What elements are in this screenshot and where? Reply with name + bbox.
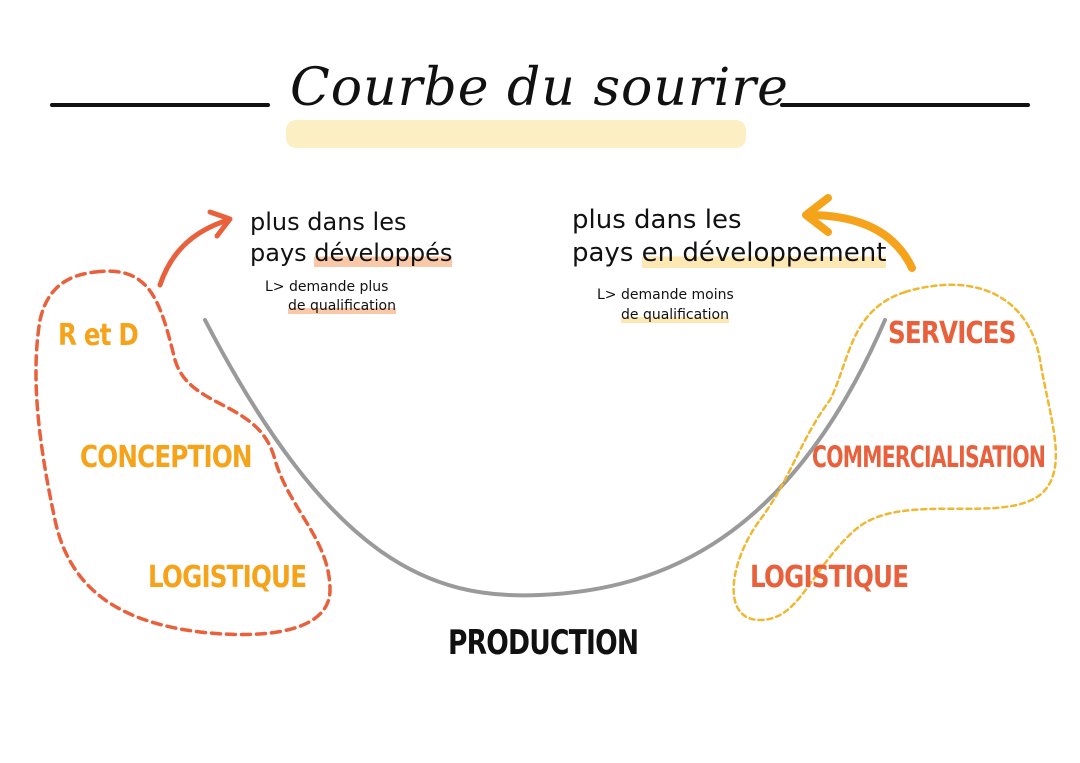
right-arrow [802, 194, 916, 272]
right-note-sub2: de qualification [621, 306, 729, 324]
right-note-emphasis: en développement [641, 238, 887, 268]
left-label-rd: R et D [58, 318, 139, 353]
left-note-line2: pays développés [250, 238, 453, 268]
production-label: PRODUCTION [448, 623, 639, 663]
right-note-sub1: L> demande moins [597, 287, 734, 303]
right-note-line1: plus dans les [572, 205, 742, 235]
left-note-emphasis: développés [314, 239, 453, 267]
left-note-sub2: de qualification [288, 297, 396, 315]
right-label-commercialisation: COMMERCIALISATION [812, 440, 1046, 474]
left-arrow [157, 209, 233, 288]
left-note-sub1: L> demande plus [265, 279, 389, 295]
left-note-line1: plus dans les [250, 208, 407, 236]
right-group-outline [732, 283, 1058, 622]
left-label-logistique: LOGISTIQUE [148, 560, 307, 595]
right-note-line2-a: pays [572, 238, 634, 268]
left-label-conception: CONCEPTION [80, 440, 253, 475]
page-title: Courbe du sourire [290, 58, 789, 118]
right-label-logistique: LOGISTIQUE [750, 560, 909, 595]
right-note-line2: pays en développement [572, 238, 887, 268]
left-note-sub2-text: de qualification [288, 298, 396, 314]
right-label-services: SERVICES [888, 316, 1016, 351]
left-group-outline [34, 269, 332, 637]
smile-curve [203, 318, 887, 598]
left-note-line2-a: pays [250, 239, 307, 267]
title-highlight [286, 120, 746, 148]
right-note-sub2-text: de qualification [621, 307, 729, 323]
